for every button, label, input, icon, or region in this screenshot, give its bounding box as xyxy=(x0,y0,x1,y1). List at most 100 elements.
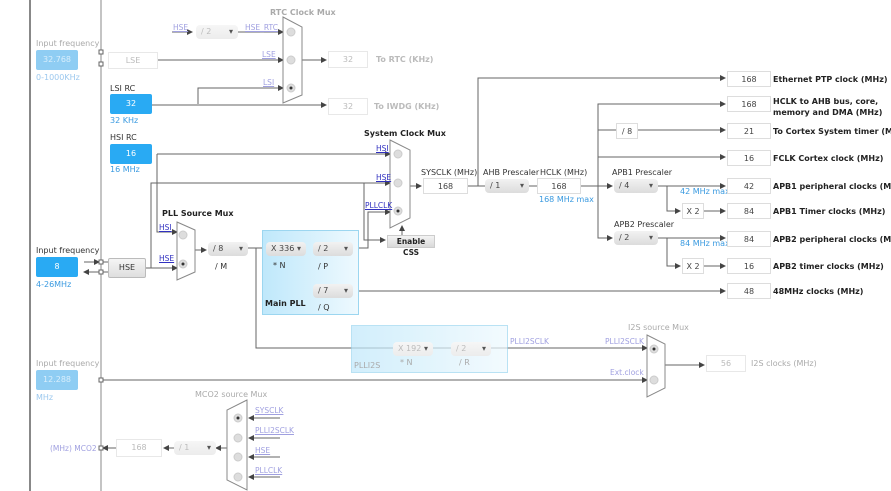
iwdg-clock-value: 32 xyxy=(328,98,368,115)
ext-range: MHz xyxy=(36,393,54,402)
output-label-ethernet-ptp: Ethernet PTP clock (MHz) xyxy=(773,75,888,84)
ext-input-label: Input frequency xyxy=(36,359,100,368)
output-value-systick[interactable]: 21 xyxy=(727,123,771,139)
systick-divider: / 8 xyxy=(616,123,638,139)
i2s-clock-label: I2S clocks (MHz) xyxy=(751,359,817,368)
mco2-mux-shape xyxy=(226,399,248,491)
hse-input-label: Input frequency xyxy=(36,246,100,255)
rtc-clock-label: To RTC (KHz) xyxy=(376,55,434,64)
pll-source-mux-title: PLL Source Mux xyxy=(162,209,234,218)
i2s-mux-shape xyxy=(646,334,666,398)
pll-source-mux-shape xyxy=(176,221,196,281)
sysclk-value[interactable]: 168 xyxy=(423,178,468,194)
sysclk-label: SYSCLK (MHz) xyxy=(421,168,478,177)
hsi-label: HSI RC xyxy=(110,133,137,142)
main-pll-title: Main PLL xyxy=(265,299,306,308)
enable-css-button[interactable]: Enable CSS xyxy=(387,235,435,257)
system-mux-title: System Clock Mux xyxy=(364,129,446,138)
output-value-fclk[interactable]: 16 xyxy=(727,150,771,166)
lsi-label: LSI RC xyxy=(110,84,136,93)
rtc-clock-value: 32 xyxy=(328,51,368,68)
i2s-clock-value: 56 xyxy=(706,355,746,372)
apb1-timer-multiplier: X 2 xyxy=(682,203,704,219)
mco2-label: (MHz) MCO2 xyxy=(50,444,97,453)
lse-frequency-input[interactable]: 32.768 xyxy=(36,50,78,70)
mco2-hse-signal: HSE xyxy=(255,446,271,455)
output-label-apb1-timer: APB1 Timer clocks (MHz) xyxy=(773,207,886,216)
apb1-prescaler-label: APB1 Prescaler xyxy=(612,168,673,177)
lsi-hint: 32 KHz xyxy=(110,116,139,125)
rtc-lsi-signal: LSI xyxy=(263,78,275,87)
output-label-48mhz: 48MHz clocks (MHz) xyxy=(773,287,864,296)
rtc-hse-rtc-signal: HSE_RTC xyxy=(245,23,278,32)
plli2s-r-dropdown[interactable]: / 2 xyxy=(451,342,491,356)
iwdg-clock-label: To IWDG (KHz) xyxy=(374,102,440,111)
plli2s-title: PLLI2S xyxy=(354,361,381,370)
output-value-48mhz[interactable]: 48 xyxy=(727,283,771,299)
output-label-apb1-periph: APB1 peripheral clocks (MHz) xyxy=(773,182,891,191)
output-value-ethernet-ptp[interactable]: 168 xyxy=(727,71,771,87)
pll-m-divider-dropdown[interactable]: / 8 xyxy=(208,242,248,256)
pll-hsi-signal: HSI xyxy=(159,223,172,232)
ext-frequency-input[interactable]: 12.288 xyxy=(36,370,78,390)
apb2-prescaler-label: APB2 Prescaler xyxy=(614,220,675,229)
hsi-hint: 16 MHz xyxy=(110,165,140,174)
hclk-value[interactable]: 168 xyxy=(537,178,581,194)
output-value-apb2-timer[interactable]: 16 xyxy=(727,258,771,274)
output-value-apb2-periph[interactable]: 84 xyxy=(727,231,771,247)
pll-n-multiplier-dropdown[interactable]: X 336 xyxy=(266,242,306,256)
pll-q-divider-dropdown[interactable]: / 7 xyxy=(313,284,353,298)
pll-p-label: / P xyxy=(318,262,329,271)
ahb-prescaler-dropdown[interactable]: / 1 xyxy=(485,179,529,193)
mco2-value: 168 xyxy=(116,439,162,457)
pll-n-label: * N xyxy=(273,261,286,270)
pll-p-divider-dropdown[interactable]: / 2 xyxy=(313,242,353,256)
rtc-mux-title: RTC Clock Mux xyxy=(270,8,336,17)
hse-range: 4-26MHz xyxy=(36,280,72,289)
lse-input-label: Input frequency xyxy=(36,39,100,48)
output-value-hclk[interactable]: 168 xyxy=(727,96,771,112)
output-label-systick: To Cortex System timer (MHz) xyxy=(773,127,891,136)
i2s-plli2sclk-signal: PLLI2SCLK xyxy=(605,337,644,346)
pll-m-label: / M xyxy=(215,262,228,271)
mco2-plli2sclk-signal: PLLI2SCLK xyxy=(255,426,294,435)
hclk-max: 168 MHz max xyxy=(539,195,594,204)
apb2-prescaler-dropdown[interactable]: / 2 xyxy=(614,231,658,245)
output-label-apb2-timer: APB2 timer clocks (MHz) xyxy=(773,262,884,271)
mco2-pllclk-signal: PLLCLK xyxy=(255,466,283,475)
rtc-hse-signal: HSE xyxy=(173,23,189,32)
output-value-apb1-timer[interactable]: 84 xyxy=(727,203,771,219)
pll-q-label: / Q xyxy=(318,303,330,312)
plli2s-r-label: / R xyxy=(459,358,470,367)
i2s-mux-title: I2S source Mux xyxy=(628,323,689,332)
rtc-lse-signal: LSE xyxy=(262,50,276,59)
ahb-prescaler-label: AHB Prescaler xyxy=(483,168,540,177)
hclk-label: HCLK (MHz) xyxy=(540,168,588,177)
plli2s-n-dropdown[interactable]: X 192 xyxy=(393,342,433,356)
hse-frequency-input[interactable]: 8 xyxy=(36,257,78,277)
plli2s-n-label: * N xyxy=(400,358,413,367)
apb1-prescaler-dropdown[interactable]: / 4 xyxy=(614,179,658,193)
apb2-timer-multiplier: X 2 xyxy=(682,258,704,274)
lse-range: 0-1000KHz xyxy=(36,73,80,82)
apb2-max: 84 MHz max xyxy=(680,239,730,248)
mco2-sysclk-signal: SYSCLK xyxy=(255,406,284,415)
i2s-ext-signal: Ext.clock xyxy=(610,368,644,377)
hsi-value[interactable]: 16 xyxy=(110,144,152,164)
pll-hse-signal: HSE xyxy=(159,254,175,263)
lsi-value[interactable]: 32 xyxy=(110,94,152,114)
lse-source: LSE xyxy=(108,52,158,69)
output-label-hclk: HCLK to AHB bus, core, memory and DMA (M… xyxy=(773,97,883,117)
hse-source-button[interactable]: HSE xyxy=(108,258,146,278)
output-label-apb2-periph: APB2 peripheral clocks (MHz) xyxy=(773,235,891,244)
apb1-max: 42 MHz max xyxy=(680,187,730,196)
mco2-mux-title: MCO2 source Mux xyxy=(195,390,268,399)
mco2-divider-dropdown[interactable]: / 1 xyxy=(174,441,216,455)
plli2sclk-signal: PLLI2SCLK xyxy=(510,337,549,346)
sys-hse-signal: HSE xyxy=(376,173,392,182)
rtc-hse-divider-dropdown[interactable]: / 2 xyxy=(196,25,238,39)
output-value-apb1-periph[interactable]: 42 xyxy=(727,178,771,194)
sys-hsi-signal: HSI xyxy=(376,144,389,153)
sys-pllclk-signal: PLLCLK xyxy=(365,201,393,210)
